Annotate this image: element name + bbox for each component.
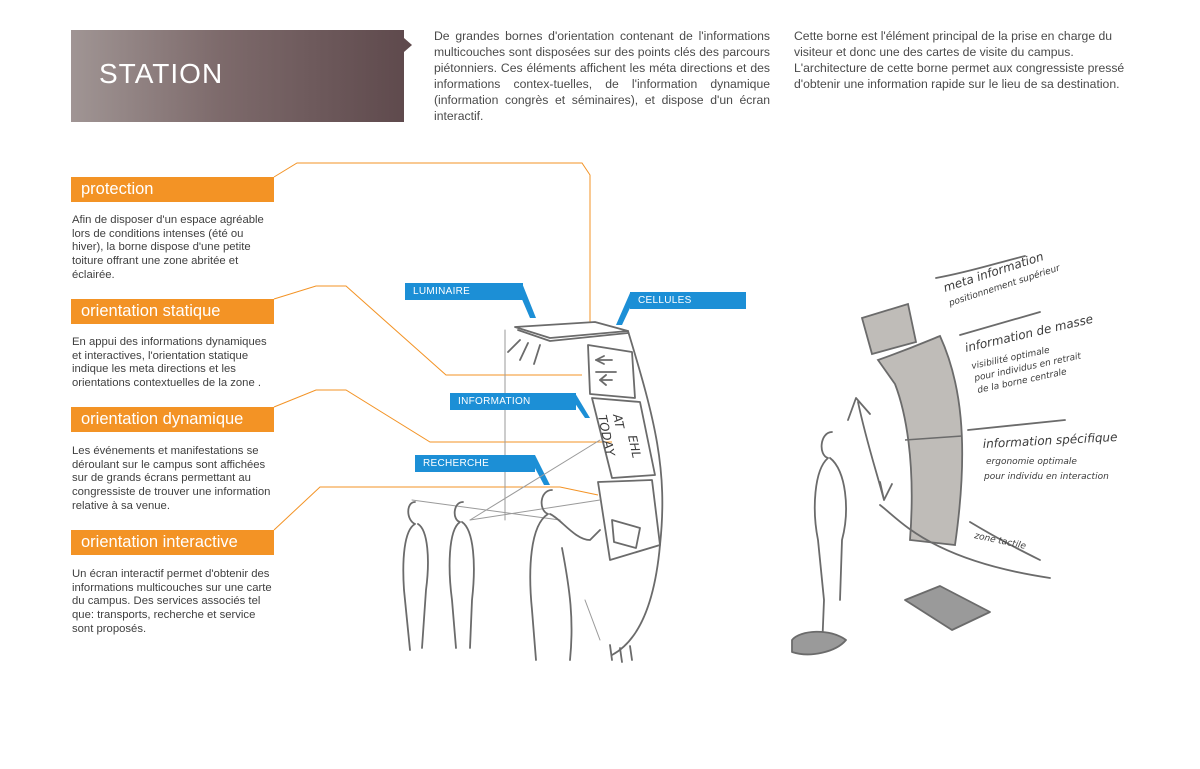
title-banner-arrow [404,38,412,52]
zone-tactile: zone tactile [972,531,1027,552]
kiosk-sketch [507,321,664,663]
callout-luminaire: LUMINAIRE [405,283,523,300]
screen-text-line2: AT [610,412,627,432]
section-text-orientation-statique: En appui des informations dynamiques et … [72,336,267,390]
spec-sub-2: pour individu en interaction [983,472,1109,482]
callout-recherche: RECHERCHE [415,455,535,472]
page-title: STATION [99,58,224,89]
connector-protection [273,162,591,322]
spec-sub-1: ergonomie optimale [986,457,1077,467]
screen-text-line3: EHL [625,434,644,460]
section-text-orientation-interactive: Un écran interactif permet d'obtenir des… [72,568,272,635]
masse-title: information de masse [964,312,1095,355]
section-label-orientation-interactive: orientation interactive [71,530,274,555]
right-person-sketch [791,255,1066,656]
meta-panel [860,302,918,356]
screen-handwriting: TODAY AT EHL [595,412,644,460]
connector-orientation-statique [273,285,582,376]
section-label-orientation-dynamique: orientation dynamique [71,407,274,432]
section-text-protection: Afin de disposer d'un espace agréable lo… [72,214,264,281]
connector-orientation-dynamique [273,389,612,443]
section-label-protection: protection [71,177,274,202]
section-text-orientation-dynamique: Les événements et manifestations se déro… [72,445,271,512]
callout-information: INFORMATION [450,393,576,410]
right-sketch-annotations: meta information positionnement supérieu… [942,249,1118,552]
right-panels [860,302,964,546]
section-label-orientation-statique: orientation statique [71,299,274,324]
intro-left-paragraph: De grandes bornes d'orientation contenan… [434,29,770,123]
title-banner: STATION [71,30,404,122]
masse-panel [876,334,964,546]
connector-orientation-interactive [273,486,599,531]
callout-cellules-solaires: CELLULES SOLAIRES [630,292,746,323]
orange-connectors [273,162,612,531]
spec-title: information spécifique [982,430,1117,451]
intro-right-paragraph: Cette borne est l'élément principal de l… [794,29,1125,91]
people-sketch [402,489,601,661]
kiosk-guidelines [411,329,601,641]
